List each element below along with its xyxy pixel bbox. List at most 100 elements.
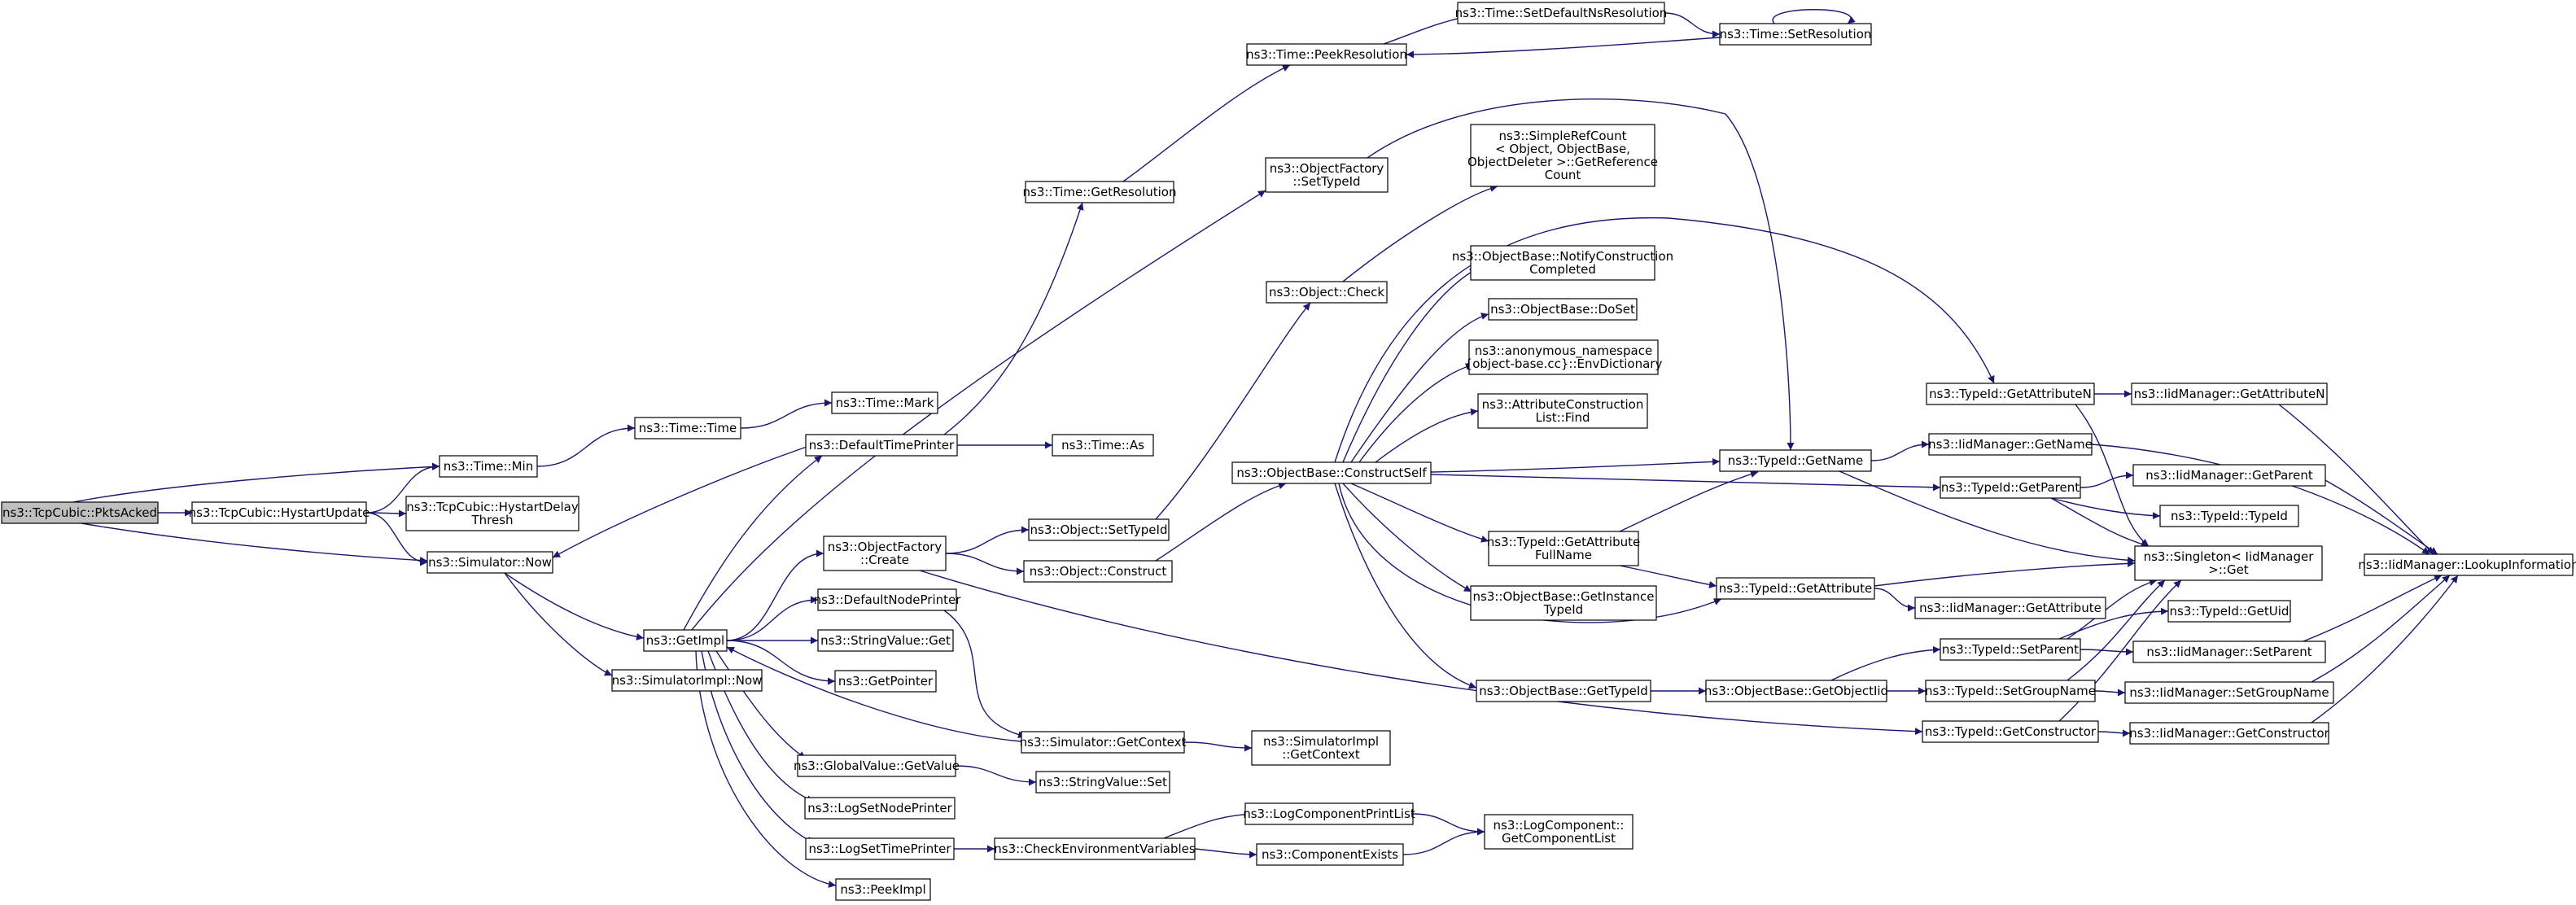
- node-box: [2159, 505, 2299, 527]
- call-edge-getparent-to-iidgetparent: [2080, 471, 2134, 488]
- function-node-iidgetattr[interactable]: ns3::IidManager::GetAttribute: [1914, 597, 2106, 619]
- function-node-iidgetattrn[interactable]: ns3::IidManager::GetAttributeN: [2131, 383, 2328, 405]
- function-node-dtp[interactable]: ns3::DefaultTimePrinter: [805, 434, 958, 457]
- call-edge-simnow-to-simimplnow: [504, 572, 613, 676]
- node-label: ns3::IidManager::LookupInformation: [2358, 557, 2576, 572]
- function-node-iidsetparent[interactable]: ns3::IidManager::SetParent: [2132, 640, 2326, 663]
- function-node-objconstruct[interactable]: ns3::Object::Construct: [1023, 560, 1173, 583]
- node-box: [643, 629, 728, 652]
- function-node-simnow[interactable]: ns3::Simulator::Now: [426, 551, 553, 574]
- function-node-getuid[interactable]: ns3::TypeId::GetUid: [2167, 600, 2291, 623]
- function-node-setres[interactable]: ns3::Time::SetResolution: [1719, 23, 1872, 46]
- node-box: [1925, 680, 2096, 702]
- call-edge-dtp-to-getres: [943, 202, 1084, 435]
- function-node-getimpl[interactable]: ns3::GetImpl: [643, 629, 728, 652]
- call-edge-cev-to-compexists: [1194, 848, 1257, 859]
- function-node-typeidtypeid[interactable]: ns3::TypeId::TypeId: [2159, 505, 2299, 527]
- node-label: GetComponentList: [1502, 831, 1616, 846]
- function-node-ofcreate[interactable]: ns3::ObjectFactory::Create: [823, 536, 947, 571]
- node-box: [2132, 464, 2326, 487]
- function-node-svset[interactable]: ns3::StringValue::Set: [1035, 771, 1170, 794]
- function-node-objsettypeid[interactable]: ns3::Object::SetTypeId: [1028, 518, 1170, 541]
- function-node-getattr[interactable]: ns3::TypeId::GetAttribute: [1716, 577, 1875, 600]
- function-node-setdefres[interactable]: ns3::Time::SetDefaultNsResolution: [1455, 2, 1668, 24]
- function-node-timeas[interactable]: ns3::Time::As: [1052, 434, 1154, 457]
- function-node-notify[interactable]: ns3::ObjectBase::NotifyConstructionCompl…: [1452, 245, 1673, 281]
- node-label: ns3::ObjectFactory: [828, 540, 942, 554]
- node-box: [817, 629, 954, 652]
- node-label: ns3::CheckEnvironmentVariables: [994, 842, 1196, 856]
- call-edge-iidgetparent-to-lookup: [2325, 479, 2438, 555]
- function-node-lstp[interactable]: ns3::LogSetTimePrinter: [805, 837, 955, 860]
- call-edge-getparent-to-singleton: [2050, 497, 2150, 548]
- function-node-cev[interactable]: ns3::CheckEnvironmentVariables: [994, 837, 1196, 860]
- function-node-simpleref[interactable]: ns3::SimpleRefCount< Object, ObjectBase,…: [1467, 124, 1658, 187]
- call-edge-ofcreate-to-getconstructor: [919, 570, 1923, 736]
- node-label: ns3::TypeId::TypeId: [2171, 509, 2288, 523]
- call-edge-timetime-to-timemark: [740, 399, 833, 429]
- node-box: [2129, 722, 2329, 745]
- function-node-dnp[interactable]: ns3::DefaultNodePrinter: [814, 588, 962, 611]
- call-edge-getres-to-peekres: [1122, 64, 1291, 182]
- function-node-iidsetgroup[interactable]: ns3::IidManager::SetGroupName: [2124, 681, 2334, 704]
- node-box: [1470, 245, 1655, 281]
- function-node-getparent[interactable]: ns3::TypeId::GetParent: [1940, 476, 2081, 499]
- function-node-lcpl[interactable]: ns3::LogComponentPrintList: [1243, 802, 1415, 825]
- function-node-getcontext[interactable]: ns3::Simulator::GetContext: [1020, 731, 1187, 754]
- call-edge-dnp-to-getcontext: [943, 610, 1026, 739]
- node-label: ns3::Time::As: [1061, 438, 1144, 452]
- function-node-getname[interactable]: ns3::TypeId::GetName: [1719, 449, 1872, 472]
- call-edge-simnow-to-getimpl: [504, 572, 645, 640]
- call-edge-timemin-to-timetime: [536, 424, 636, 467]
- call-edge-getparent-to-typeidtypeid: [2050, 497, 2161, 520]
- function-node-setgroupname[interactable]: ns3::TypeId::SetGroupName: [1925, 680, 2096, 702]
- function-node-singleton[interactable]: ns3::Singleton< IidManager >::Get: [2134, 545, 2323, 581]
- node-label: ns3::TypeId::GetAttribute: [1487, 535, 1640, 549]
- node-box: [2132, 640, 2326, 663]
- node-box: [831, 391, 938, 414]
- function-node-iidgetparent[interactable]: ns3::IidManager::GetParent: [2132, 464, 2326, 487]
- function-node-getobjectiid[interactable]: ns3::ObjectBase::GetObjectIid: [1704, 680, 1888, 702]
- call-edge-objcheck-to-simpleref: [1342, 185, 1498, 282]
- node-box: [1265, 157, 1389, 193]
- function-node-doset[interactable]: ns3::ObjectBase::DoSet: [1488, 298, 1638, 321]
- node-label: ns3::DefaultTimePrinter: [809, 438, 955, 452]
- function-node-lcgcl[interactable]: ns3::LogComponent::GetComponentList: [1484, 814, 1634, 850]
- node-box: [1, 501, 159, 524]
- function-node-timemin[interactable]: ns3::Time::Min: [439, 455, 538, 478]
- function-node-simimplgetctx[interactable]: ns3::SimulatorImpl::GetContext: [1251, 730, 1391, 766]
- function-node-getattrn[interactable]: ns3::TypeId::GetAttributeN: [1926, 383, 2095, 405]
- function-node-getconstructor[interactable]: ns3::TypeId::GetConstructor: [1922, 720, 2099, 743]
- function-node-timemark[interactable]: ns3::Time::Mark: [831, 391, 938, 414]
- function-node-gvgetvalue[interactable]: ns3::GlobalValue::GetValue: [794, 754, 960, 777]
- function-node-getpointer[interactable]: ns3::GetPointer: [834, 670, 937, 693]
- function-node-simimplnow[interactable]: ns3::SimulatorImpl::Now: [611, 669, 763, 692]
- function-node-setparent[interactable]: ns3::TypeId::SetParent: [1940, 638, 2081, 661]
- node-box: [1266, 281, 1388, 304]
- function-node-iidgetname[interactable]: ns3::IidManager::GetName: [1928, 433, 2093, 456]
- function-node-svget[interactable]: ns3::StringValue::Get: [817, 629, 954, 652]
- function-node-lookup[interactable]: ns3::IidManager::LookupInformation: [2358, 553, 2576, 576]
- call-edge-setres-to-peekres: [1406, 37, 1721, 59]
- function-node-lsnp[interactable]: ns3::LogSetNodePrinter: [804, 797, 956, 820]
- function-node-objcheck[interactable]: ns3::Object::Check: [1266, 281, 1388, 304]
- function-node-compexists[interactable]: ns3::ComponentExists: [1256, 843, 1404, 866]
- function-node-peekres[interactable]: ns3::Time::PeekResolution: [1246, 43, 1407, 66]
- function-node-peekimpl[interactable]: ns3::PeekImpl: [835, 878, 931, 901]
- function-node-timetime[interactable]: ns3::Time::Time: [634, 417, 741, 439]
- function-node-hystart[interactable]: ns3::TcpCubic::HystartUpdate: [189, 501, 370, 524]
- node-box: [1926, 383, 2095, 405]
- call-edge-getattrn-to-singleton: [2075, 404, 2150, 547]
- function-node-getres[interactable]: ns3::Time::GetResolution: [1023, 181, 1177, 203]
- function-node-anon[interactable]: ns3::anonymous_namespace{object-base.cc}…: [1465, 339, 1663, 375]
- function-node-obgettypeid[interactable]: ns3::ObjectBase::GetTypeId: [1476, 680, 1651, 702]
- function-node-construct[interactable]: ns3::ObjectBase::ConstructSelf: [1231, 461, 1432, 484]
- function-node-ofsettypeid[interactable]: ns3::ObjectFactory::SetTypeId: [1265, 157, 1389, 193]
- function-node-iidgetctor[interactable]: ns3::IidManager::GetConstructor: [2129, 722, 2330, 745]
